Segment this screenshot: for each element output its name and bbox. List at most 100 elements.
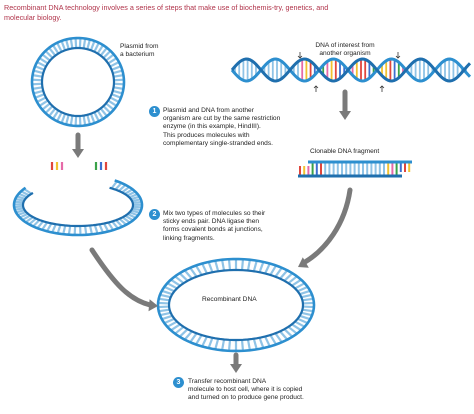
step-3-text: Transfer recombinant DNA molecule to hos… <box>188 378 304 403</box>
base-pair <box>15 209 25 214</box>
base-pair <box>129 211 139 217</box>
base-pair <box>14 205 24 209</box>
base-pair <box>131 207 142 212</box>
step-1-text: Plasmid and DNA from another organism ar… <box>163 107 280 148</box>
base-pair <box>178 272 189 282</box>
base-pair <box>118 217 127 226</box>
base-pair <box>279 330 289 341</box>
base-pair <box>227 339 232 351</box>
dna-interest-label-line: DNA of interest from <box>315 42 375 49</box>
plasmid-label-line: Plasmid from <box>120 43 159 50</box>
cut-arrow-head <box>297 55 303 59</box>
base-pair <box>158 308 170 313</box>
step-1-line: organism are cut by the same restriction <box>163 115 281 123</box>
base-pair <box>291 323 302 332</box>
base-pair <box>107 221 115 231</box>
base-pair <box>36 220 44 229</box>
base-pair <box>86 39 91 50</box>
base-pair <box>107 99 118 107</box>
base-pair <box>132 205 142 209</box>
base-pair <box>207 337 214 349</box>
base-pair <box>32 219 41 228</box>
base-pair <box>98 223 105 234</box>
backbone-inner <box>21 186 135 228</box>
step-1-line: enzyme (in this example, HindIII). <box>163 123 261 131</box>
arrow-to-recombinant-left <box>89 247 153 308</box>
step-2-line: Mix two types of molecules so their <box>163 210 266 217</box>
base-pair <box>113 82 124 86</box>
base-pair <box>111 220 119 230</box>
base-pair <box>86 114 91 125</box>
base-pair <box>126 190 136 197</box>
backbone-outer <box>30 36 126 128</box>
step-3-line: Transfer recombinant DNA <box>188 378 267 385</box>
base-pair <box>252 260 258 272</box>
dna-double-helix <box>230 52 472 92</box>
backbone-outer <box>156 257 316 353</box>
base-pair <box>83 225 88 235</box>
base-pair <box>112 69 123 75</box>
base-pair <box>115 219 124 228</box>
base-pair <box>25 216 34 224</box>
base-pair <box>105 102 115 111</box>
base-pair <box>33 69 44 75</box>
base-pair <box>189 332 198 343</box>
base-pair <box>33 89 44 95</box>
base-pair <box>240 339 245 351</box>
base-pair <box>274 332 283 343</box>
base-pair <box>159 293 171 299</box>
base-pair <box>82 38 87 49</box>
base-pair <box>17 210 27 217</box>
base-pair <box>48 107 57 117</box>
arrow-plasmid-down-head <box>72 149 84 158</box>
base-pair <box>170 278 181 287</box>
base-pair <box>20 190 30 197</box>
arrow-recombinant-down-head <box>230 364 242 373</box>
step-1-line: This produces molecules with <box>163 131 250 139</box>
base-pair <box>113 78 124 82</box>
backbone-outer <box>12 179 144 237</box>
base-pair <box>127 213 137 219</box>
base-pair <box>158 297 170 302</box>
base-pair <box>240 259 245 271</box>
step-1-badge: 1 <box>149 106 160 117</box>
dna-interest-label-line: another organism <box>319 50 371 58</box>
base-pair <box>274 267 283 278</box>
base-pair <box>279 269 289 280</box>
base-pair <box>258 337 265 349</box>
base-pair <box>96 109 104 120</box>
base-pair <box>121 186 130 194</box>
base-pair <box>130 195 140 201</box>
base-pair <box>78 38 82 49</box>
base-pair <box>78 115 82 126</box>
arrow-helix-down-head <box>339 111 351 120</box>
backbone-inner <box>40 46 116 118</box>
cut-arrow-head <box>395 55 401 59</box>
base-pair <box>62 225 67 235</box>
arrow-to-recombinant-left-head <box>148 299 158 312</box>
base-pair <box>16 195 26 200</box>
recombinant-label: Recombinant DNA <box>202 296 257 303</box>
plasmid-ring <box>30 36 126 128</box>
base-pair <box>93 42 100 53</box>
base-pair <box>287 275 298 285</box>
base-pair <box>32 78 43 82</box>
base-pair <box>291 278 302 287</box>
base-pair <box>52 44 60 55</box>
base-pair <box>109 96 120 103</box>
base-pair <box>60 113 67 124</box>
base-pair <box>131 198 142 203</box>
step-2-line: linking fragments. <box>163 234 215 242</box>
base-pair <box>283 328 294 338</box>
base-pair <box>264 336 271 347</box>
base-pair <box>56 224 62 234</box>
base-pair <box>74 38 78 49</box>
base-pair <box>301 311 313 317</box>
base-pair <box>65 39 70 50</box>
base-pair <box>163 317 175 325</box>
base-pair <box>32 74 43 78</box>
base-pair <box>124 188 134 195</box>
base-pair <box>99 47 108 57</box>
